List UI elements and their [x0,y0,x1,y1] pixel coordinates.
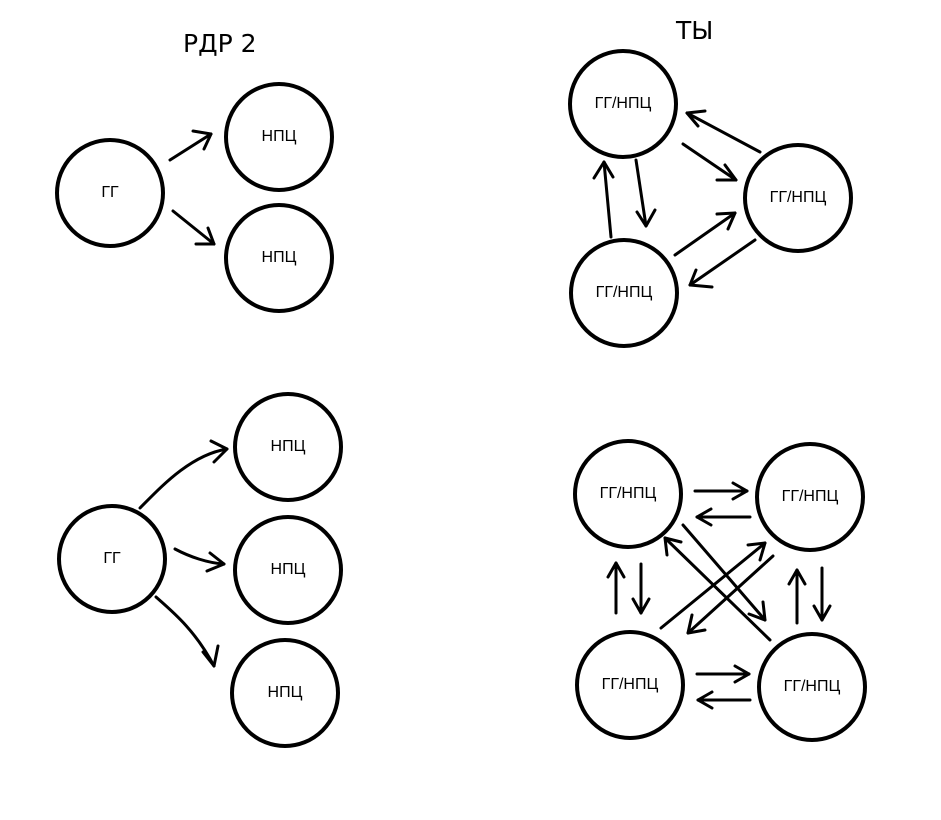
node-npc: НПЦ [224,82,334,192]
arrow-top-to-right [681,142,738,182]
node-gg: ГГ [55,138,165,248]
diagram-top-right: ГГ/НПЦ ГГ/НПЦ ГГ/НПЦ [568,49,853,348]
arrow-gg-to-npc-2 [173,547,226,573]
node-gg-npc: ГГ/НПЦ [568,49,678,159]
node-label: ГГ/НПЦ [782,488,839,505]
node-label: ГГ/НПЦ [600,485,657,502]
node-gg-npc: ГГ/НПЦ [743,143,853,253]
arrow-right-to-top [685,109,762,154]
node-label: НПЦ [262,249,297,266]
node-label: ГГ [103,550,121,567]
arrow-tr-to-bl [686,554,775,635]
node-gg-npc: ГГ/НПЦ [757,632,867,742]
node-npc: НПЦ [233,392,343,502]
node-npc: НПЦ [224,203,334,313]
node-gg: ГГ [57,504,167,614]
node-gg-npc: ГГ/НПЦ [569,238,679,348]
arrow-br-to-tr [787,568,807,625]
title-rdr2: РДР 2 [183,29,257,58]
node-label: ГГ [101,184,119,201]
arrow-top-to-bottom [634,158,657,228]
node-gg-npc: ГГ/НПЦ [573,439,683,549]
node-label: НПЦ [271,561,306,578]
node-npc: НПЦ [233,515,343,625]
arrow-bl-to-tl [606,561,626,615]
arrow-br-to-tl [663,536,772,642]
arrow-tr-to-tl [695,507,752,527]
node-label: ГГ/НПЦ [595,95,652,112]
node-label: ГГ/НПЦ [770,189,827,206]
arrow-bl-to-tr [659,541,767,630]
arrow-tr-to-br [812,566,832,622]
title-you: ТЫ [675,16,713,45]
arrow-tl-to-bl [631,562,651,615]
diagram-top-left: ГГ НПЦ НПЦ [55,82,334,313]
node-label: ГГ/НПЦ [602,676,659,693]
arrow-gg-to-npc-3 [154,595,220,668]
node-npc: НПЦ [230,638,340,748]
arrow-bottom-to-right [673,211,737,257]
node-label: НПЦ [271,438,306,455]
arrow-br-to-bl [696,690,752,710]
arrow-gg-to-npc-1 [168,129,213,162]
arrow-tl-to-br [681,523,767,622]
diagram-bottom-right: ГГ/НПЦ ГГ/НПЦ ГГ/НПЦ ГГ/НПЦ [573,439,867,742]
node-gg-npc: ГГ/НПЦ [755,442,865,552]
diagram-bottom-left: ГГ НПЦ НПЦ НПЦ [57,392,343,748]
node-label: НПЦ [262,128,297,145]
node-label: ГГ/НПЦ [596,284,653,301]
arrow-right-to-bottom [688,238,757,289]
arrow-gg-to-npc-1 [138,439,229,510]
arrow-bottom-to-top [592,160,615,239]
arrow-gg-to-npc-2 [171,209,216,246]
node-label: НПЦ [268,684,303,701]
node-gg-npc: ГГ/НПЦ [575,630,685,740]
arrow-bl-to-br [695,664,751,684]
arrow-tl-to-tr [693,481,749,501]
node-label: ГГ/НПЦ [784,678,841,695]
